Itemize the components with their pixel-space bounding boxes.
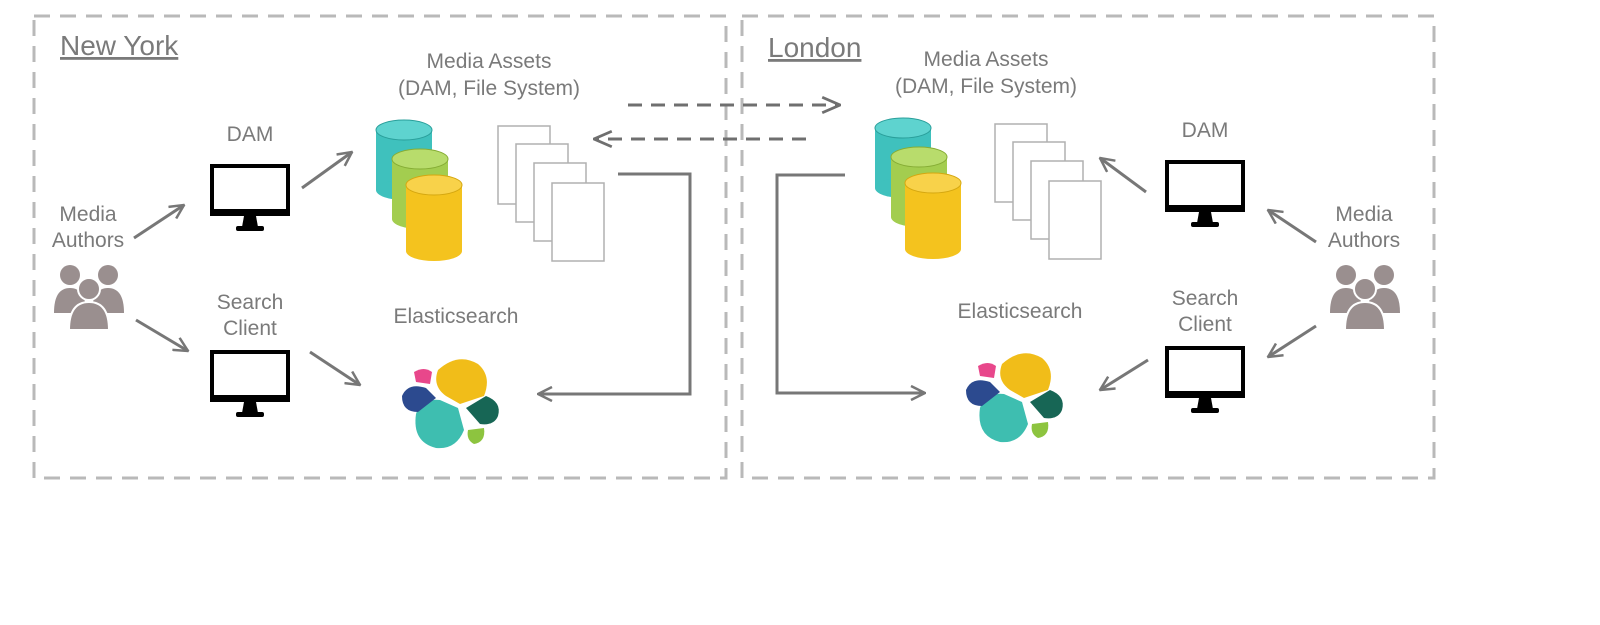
ny-authors-to-dam-arrow — [133, 205, 184, 240]
ny-documents-icon — [497, 125, 605, 262]
london-database-stack-icon — [874, 117, 962, 260]
ny-dam-to-assets-arrow — [301, 152, 352, 190]
ny-media-assets-sublabel: (DAM, File System) — [398, 77, 580, 100]
london-media-assets-sublabel: (DAM, File System) — [895, 75, 1077, 98]
ny-search-to-es-arrow — [309, 350, 360, 385]
london-documents-icon — [994, 123, 1102, 260]
london-authors-to-dam-arrow — [1268, 210, 1317, 244]
london-search-client-monitor-icon — [1165, 346, 1245, 413]
ny-search-client-label: Search — [217, 291, 284, 314]
ny-users-icon — [53, 264, 125, 331]
ny-search-client-monitor-icon — [210, 350, 290, 417]
london-assets-to-es-index-arrow — [775, 173, 925, 393]
london-media-authors-label: Media — [1335, 203, 1393, 226]
ny-media-authors-label: Media — [59, 203, 117, 226]
london-media-authors-sublabel: Authors — [1328, 229, 1400, 252]
ny-authors-to-search-arrow — [135, 318, 188, 351]
london-dam-monitor-icon — [1165, 160, 1245, 227]
ny-media-authors-sublabel: Authors — [52, 229, 124, 252]
london-dam-to-assets-arrow — [1100, 158, 1147, 194]
london-search-client-label: Search — [1172, 287, 1239, 310]
london-search-to-es-arrow — [1100, 358, 1149, 390]
london-search-client-sublabel: Client — [1178, 313, 1232, 336]
london-title: London — [768, 32, 861, 63]
london-region — [740, 14, 1436, 480]
london-users-icon — [1329, 264, 1401, 331]
london-elasticsearch-label: Elasticsearch — [958, 300, 1083, 323]
ny-database-stack-icon — [375, 119, 463, 262]
ny-dam-label: DAM — [227, 123, 274, 146]
london-authors-to-search-arrow — [1268, 324, 1317, 357]
london-media-assets-label: Media Assets — [924, 48, 1049, 71]
london-elasticsearch-logo-icon — [966, 353, 1063, 443]
ny-media-assets-label: Media Assets — [427, 50, 552, 73]
london-dam-label: DAM — [1182, 119, 1229, 142]
ny-elasticsearch-logo-icon — [402, 359, 499, 449]
new-york-region — [32, 14, 728, 480]
ny-elasticsearch-label: Elasticsearch — [394, 305, 519, 328]
ny-search-client-sublabel: Client — [223, 317, 277, 340]
new-york-title: New York — [60, 30, 179, 61]
ny-assets-to-es-index-arrow — [538, 172, 692, 394]
ny-dam-monitor-icon — [210, 164, 290, 231]
